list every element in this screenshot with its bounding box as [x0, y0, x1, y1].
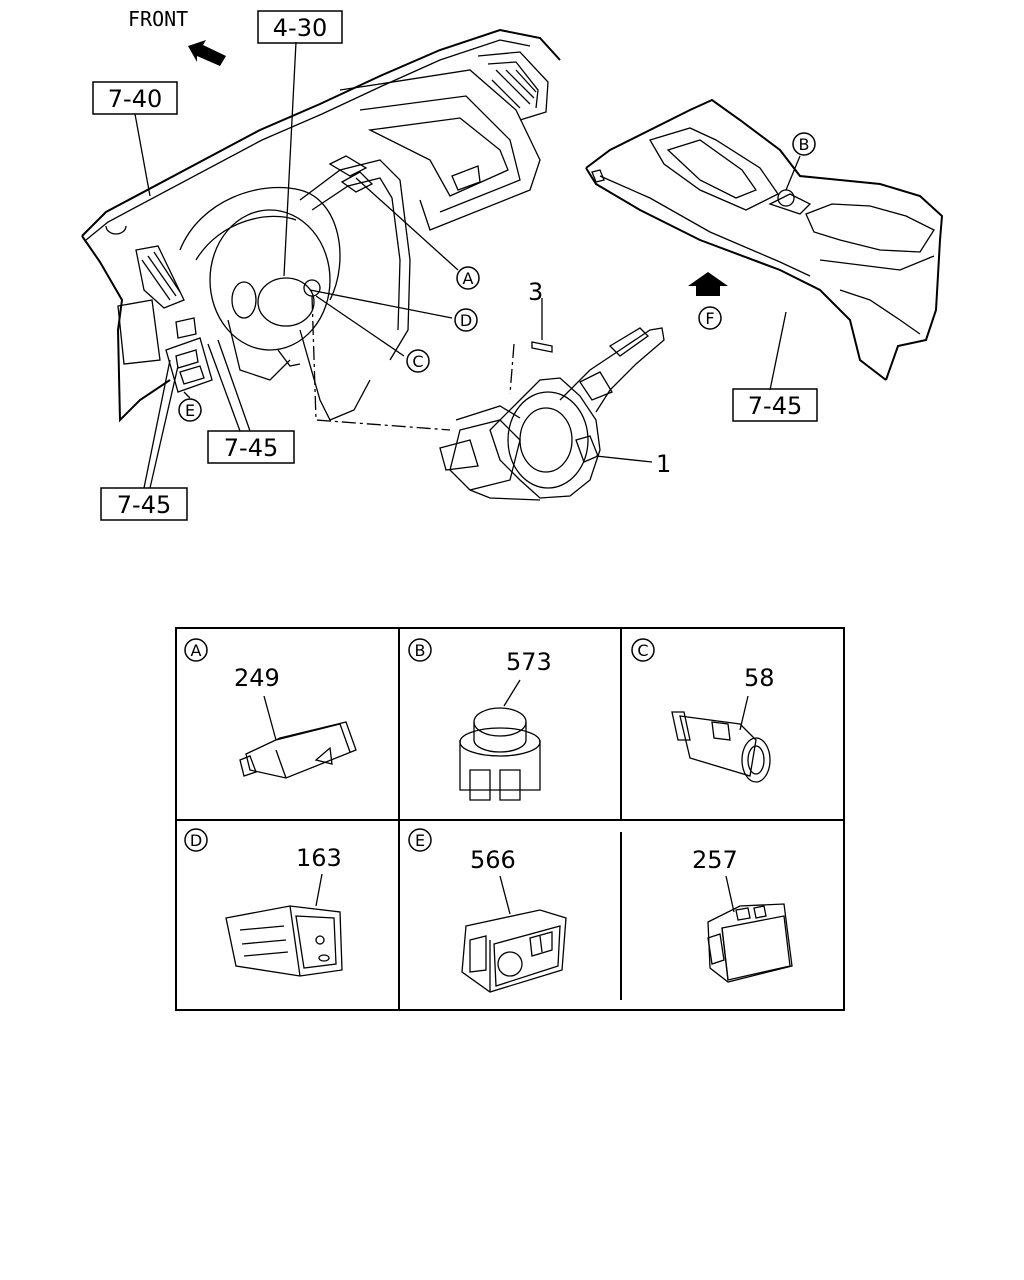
svg-text:E: E [415, 831, 425, 850]
svg-text:A: A [191, 641, 202, 660]
mirror-switch-icon [461, 909, 567, 993]
ref-box-4-30[interactable]: 4-30 [257, 10, 343, 44]
svg-text:B: B [415, 641, 426, 660]
svg-text:C: C [412, 352, 423, 371]
table-cell-e[interactable]: E 566 [408, 828, 567, 993]
front-arrow-icon [188, 40, 226, 66]
part-number-3[interactable]: 3 [528, 278, 543, 306]
table-cell-a[interactable]: A 249 [184, 638, 357, 779]
blank-switch-icon [707, 903, 793, 983]
ref-box-7-45-low[interactable]: 7-45 [100, 487, 188, 521]
callout-a[interactable]: A [456, 266, 480, 290]
table-cell-b[interactable]: B 573 [408, 638, 552, 801]
callout-b[interactable]: B [792, 132, 816, 156]
combination-switch-drawing [311, 295, 665, 501]
ref-box-7-45-console[interactable]: 7-45 [732, 388, 818, 422]
part-number-249: 249 [234, 664, 280, 692]
table-cell-d[interactable]: D 163 [184, 828, 343, 977]
cylinder-switch-icon [671, 711, 771, 783]
svg-text:4-30: 4-30 [273, 14, 327, 42]
svg-text:C: C [637, 641, 648, 660]
hazard-switch-icon [239, 721, 357, 779]
ref-box-7-45-mid[interactable]: 7-45 [207, 430, 295, 464]
rear-switch-icon [225, 905, 343, 977]
console-drawing [585, 98, 944, 391]
arrow-up-icon [688, 272, 728, 296]
detail-table [175, 627, 845, 1011]
svg-text:A: A [463, 269, 474, 288]
front-label: FRONT [128, 7, 188, 31]
svg-text:7-45: 7-45 [224, 434, 278, 462]
part-number-573: 573 [506, 648, 552, 676]
svg-text:7-45: 7-45 [748, 392, 802, 420]
ref-box-7-40[interactable]: 7-40 [92, 81, 178, 115]
svg-text:7-40: 7-40 [108, 85, 162, 113]
callout-c[interactable]: C [406, 349, 430, 373]
part-number-566: 566 [470, 846, 516, 874]
svg-text:D: D [190, 831, 202, 850]
part-number-58: 58 [744, 664, 775, 692]
svg-text:D: D [460, 311, 472, 330]
part-number-163: 163 [296, 844, 342, 872]
svg-text:E: E [185, 401, 195, 420]
table-cell-257[interactable]: 257 [692, 846, 793, 983]
callout-f[interactable]: F [698, 306, 722, 330]
svg-text:B: B [799, 135, 810, 154]
dashboard-drawing [81, 28, 561, 423]
svg-text:F: F [705, 309, 714, 328]
callout-d[interactable]: D [454, 308, 478, 332]
part-number-1[interactable]: 1 [656, 450, 671, 478]
push-knob-switch-icon [459, 707, 541, 801]
leader-lines [134, 41, 459, 489]
part-number-257: 257 [692, 846, 738, 874]
svg-text:7-45: 7-45 [117, 491, 171, 519]
table-cell-c[interactable]: C 58 [631, 638, 775, 783]
callout-e[interactable]: E [178, 398, 202, 422]
